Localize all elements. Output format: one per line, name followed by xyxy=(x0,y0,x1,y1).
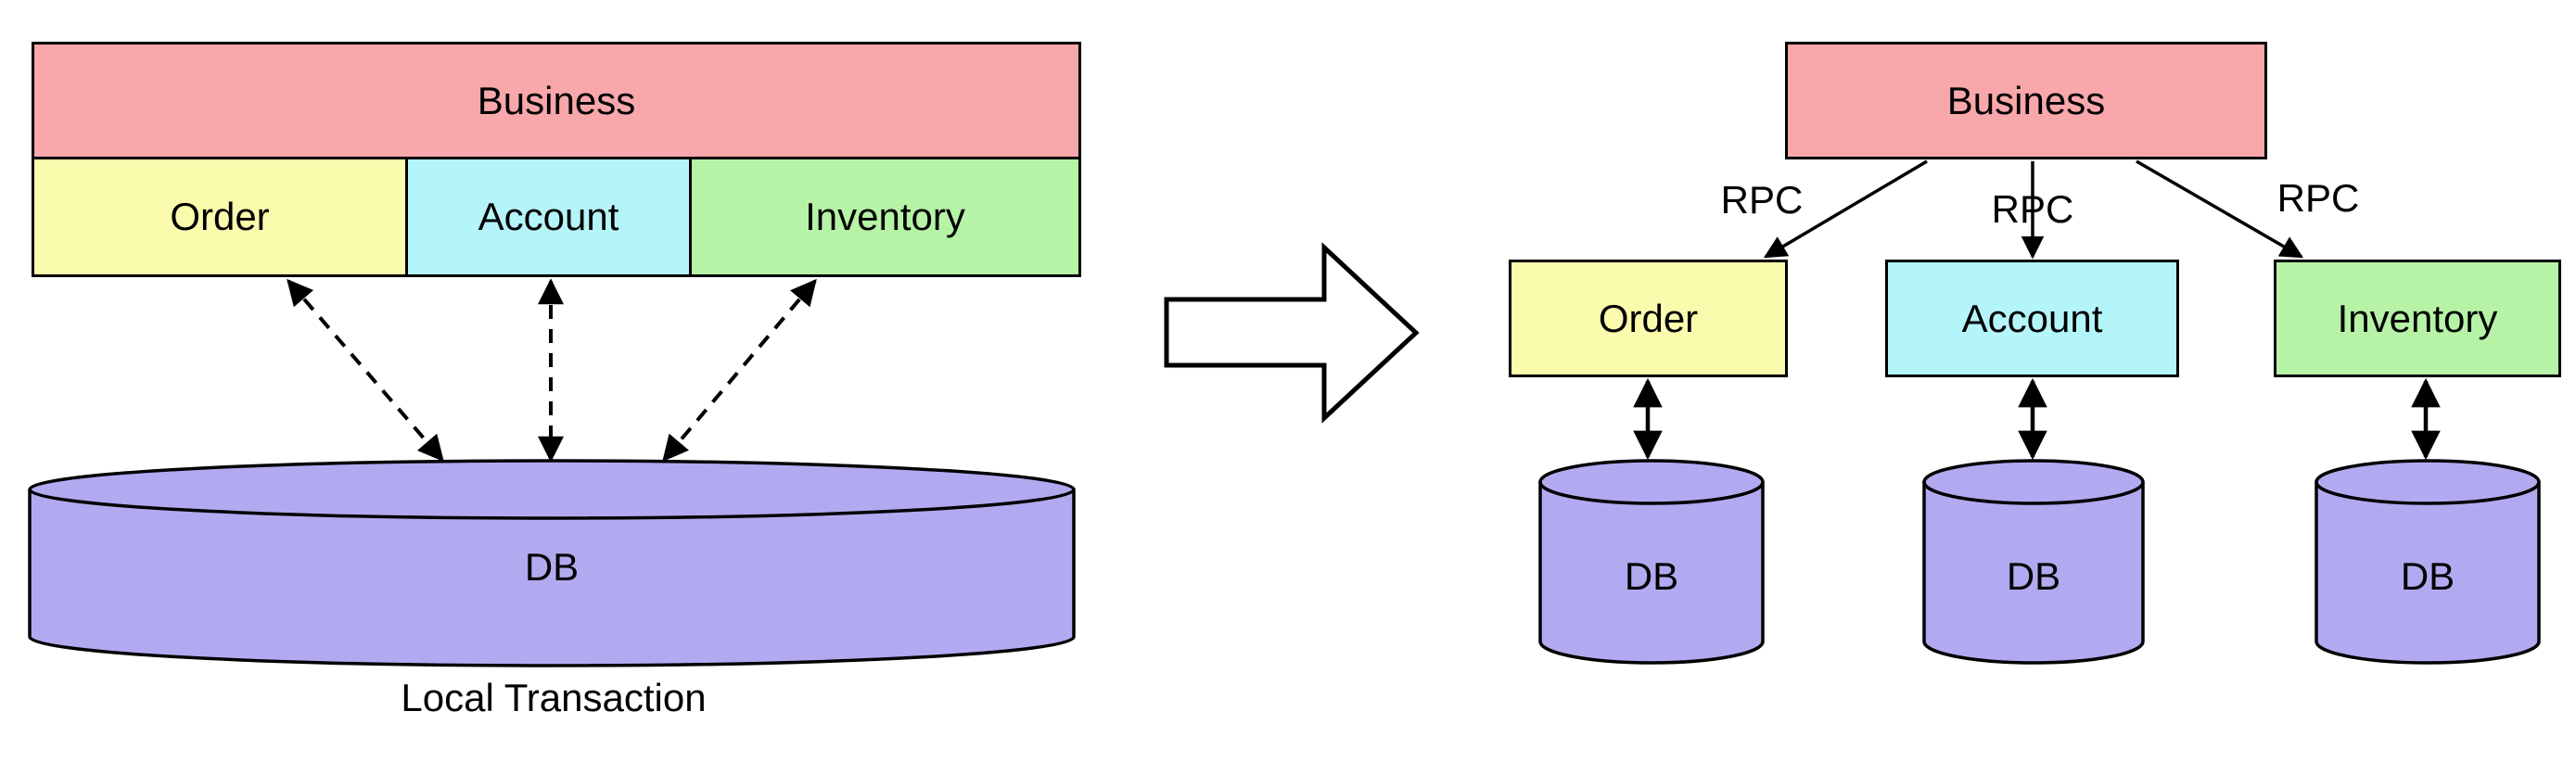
service-inventory-db-cylinder xyxy=(2315,459,2541,665)
service-inventory-db-label: DB xyxy=(2400,554,2455,598)
rpc-label-account: RPC xyxy=(1991,187,2074,231)
service-inventory-box: Inventory xyxy=(2274,260,2561,377)
monolith-db-label: DB xyxy=(524,545,580,589)
rpc-label-order: RPC xyxy=(1720,178,1804,222)
service-order-db-cylinder xyxy=(1538,459,1765,665)
rpc-arrow-business-inventory xyxy=(2136,159,2304,259)
monolith-account-box: Account xyxy=(405,157,692,277)
dashed-arrow-order-db xyxy=(287,278,444,463)
service-account-db-label: DB xyxy=(2006,554,2061,598)
service-account-db-cylinder xyxy=(1922,459,2145,665)
service-order-box: Order xyxy=(1509,260,1788,377)
service-account-db-cylinder-rim xyxy=(1922,481,2145,505)
monolith-order-box: Order xyxy=(32,157,408,277)
rpc-arrow-business-order xyxy=(1763,159,1928,259)
service-order-db-label: DB xyxy=(1624,554,1679,598)
monolith-caption: Local Transaction xyxy=(401,676,707,719)
monolith-business-box: Business xyxy=(32,42,1081,159)
dashed-arrow-inventory-db xyxy=(662,278,817,463)
service-business-box: Business xyxy=(1785,42,2267,159)
monolith-inventory-box: Inventory xyxy=(689,157,1081,277)
monolith-db-cylinder-rim xyxy=(28,489,1076,520)
transform-right-arrow-icon xyxy=(1164,242,1420,424)
service-inventory-db-cylinder-rim xyxy=(2315,481,2541,505)
rpc-label-inventory: RPC xyxy=(2276,176,2360,220)
service-account-box: Account xyxy=(1885,260,2179,377)
monolith-db-cylinder xyxy=(28,459,1076,667)
service-order-db-cylinder-rim xyxy=(1538,481,1765,505)
